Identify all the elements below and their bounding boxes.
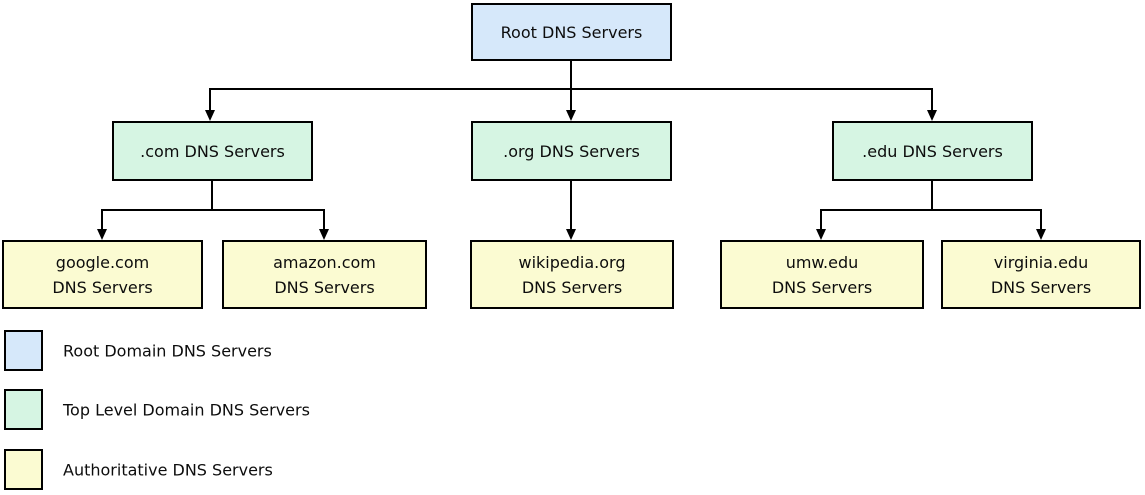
node-label: amazon.com DNS Servers bbox=[273, 252, 376, 297]
node-label: virginia.edu DNS Servers bbox=[990, 252, 1092, 297]
arrowhead-google bbox=[97, 229, 107, 240]
node-wikipedia-dns-servers: wikipedia.org DNS Servers bbox=[470, 240, 674, 309]
node-root-dns-servers: Root DNS Servers bbox=[471, 3, 672, 61]
node-label: .edu DNS Servers bbox=[862, 141, 1003, 161]
node-umw-dns-servers: umw.edu DNS Servers bbox=[720, 240, 924, 309]
legend-label: Top Level Domain DNS Servers bbox=[63, 400, 310, 420]
legend-swatch-top-level-domain bbox=[4, 389, 43, 430]
legend-swatch-authoritative bbox=[4, 449, 43, 490]
arrowhead-wikipedia bbox=[566, 229, 576, 240]
arrowhead-org bbox=[566, 110, 576, 121]
arrowhead-amazon bbox=[319, 229, 329, 240]
node-label: .com DNS Servers bbox=[140, 141, 285, 161]
node-label: .org DNS Servers bbox=[503, 141, 640, 161]
arrowhead-edu bbox=[927, 110, 937, 121]
node-virginia-dns-servers: virginia.edu DNS Servers bbox=[941, 240, 1141, 309]
node-org-dns-servers: .org DNS Servers bbox=[471, 121, 672, 181]
legend-label: Root Domain DNS Servers bbox=[63, 341, 272, 361]
legend-swatch-root-domain bbox=[4, 330, 43, 371]
node-label: google.com DNS Servers bbox=[52, 252, 153, 297]
legend-label: Authoritative DNS Servers bbox=[63, 460, 273, 480]
arrowhead-com bbox=[205, 110, 215, 121]
node-edu-dns-servers: .edu DNS Servers bbox=[832, 121, 1033, 181]
node-com-dns-servers: .com DNS Servers bbox=[112, 121, 313, 181]
node-label: umw.edu DNS Servers bbox=[771, 252, 873, 297]
node-google-dns-servers: google.com DNS Servers bbox=[2, 240, 203, 309]
node-label: wikipedia.org DNS Servers bbox=[518, 252, 626, 297]
node-amazon-dns-servers: amazon.com DNS Servers bbox=[222, 240, 427, 309]
node-label: Root DNS Servers bbox=[500, 22, 643, 42]
arrowhead-virginia bbox=[1036, 229, 1046, 240]
arrowhead-umw bbox=[816, 229, 826, 240]
